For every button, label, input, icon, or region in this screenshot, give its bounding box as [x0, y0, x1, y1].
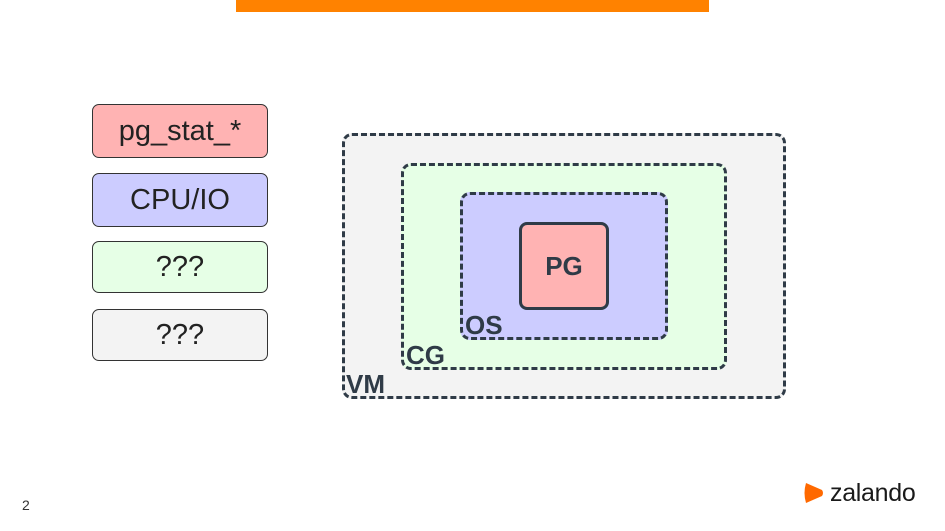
- legend-item-label: ???: [155, 250, 205, 283]
- cg-label: CG: [406, 340, 445, 370]
- zalando-logo: zalando: [802, 478, 916, 507]
- legend-item-cpu-io: CPU/IO: [92, 173, 268, 227]
- legend-item-label: ???: [155, 318, 205, 351]
- pg-box: PG: [519, 222, 609, 310]
- pg-label: PG: [545, 250, 583, 281]
- legend-item-pg-stat: pg_stat_*: [92, 104, 268, 158]
- os-label: OS: [465, 310, 503, 340]
- vm-label: VM: [346, 369, 385, 399]
- logo-text: zalando: [830, 478, 916, 507]
- legend-item-label: CPU/IO: [130, 183, 230, 216]
- legend-item-unknown-green: ???: [92, 241, 268, 293]
- top-accent-bar: [236, 0, 709, 12]
- page-number: 2: [22, 497, 30, 513]
- legend-item-label: pg_stat_*: [118, 114, 242, 147]
- zalando-logo-icon: [804, 483, 823, 503]
- legend-item-unknown-grey: ???: [92, 309, 268, 361]
